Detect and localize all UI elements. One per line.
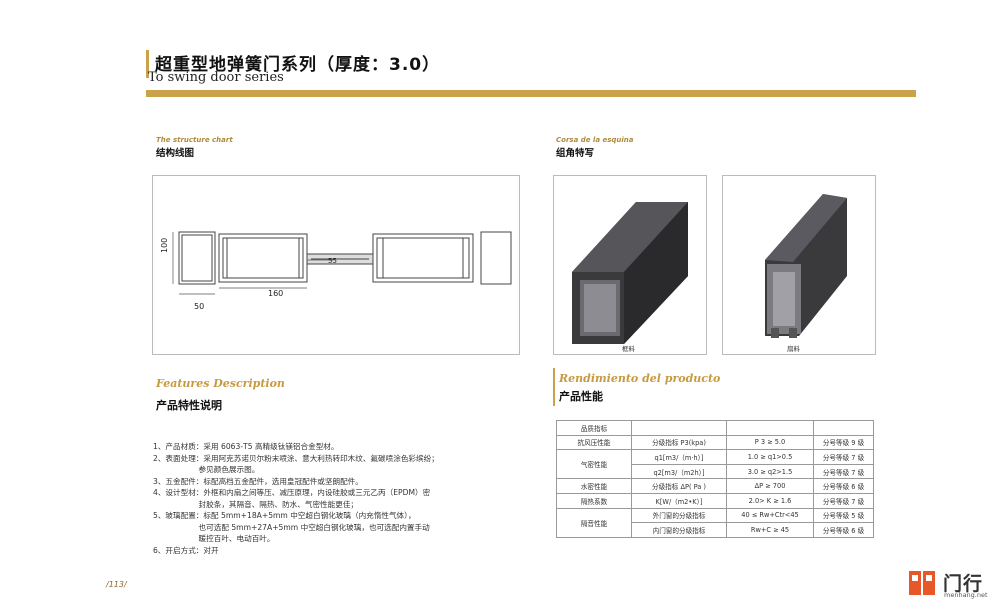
feature-line: 3、五金配件：标配高档五金配件，选用皇冠配件或坚朗配件。 (153, 476, 363, 486)
dim-gap-label: 55 (328, 257, 337, 265)
frame-profile-photo: 框料 (553, 175, 707, 355)
brand-url: menhang.net (944, 591, 988, 599)
page-title: 超重型地弹簧门系列（厚度：3.0） (155, 55, 441, 75)
table-cell (631, 420, 727, 436)
table-row: 隔音性能 外门窗的分级指标 40 ≤ Rw+Ctr<45 分号等级 5 级 (556, 507, 874, 538)
table-row: 品质指标 (556, 420, 874, 436)
corner-label-cn: 组角特写 (556, 148, 595, 159)
table-cell: 分号等级 7 级 (813, 449, 874, 465)
performance-label-en: Rendimiento del producto (559, 372, 721, 385)
dim-height-label: 100 (160, 237, 169, 253)
feature-line: 1、产品材质：采用 6063-T5 高精级钛镁铝合金型材。 (153, 442, 339, 451)
table-cell: 分号等级 9 级 (813, 434, 874, 451)
features-list: 1、产品材质：采用 6063-T5 高精级钛镁铝合金型材。 2、表面处理：采用阿… (153, 441, 513, 556)
feature-line: 暖控百叶、电动百叶。 (153, 534, 275, 543)
table-cell: 分号等级 5 级 (813, 507, 874, 524)
table-row: 隔热系数 K[W/（m2•K）] 2.0> K ≥ 1.6 分号等级 7 级 (556, 492, 874, 509)
table-cell (726, 420, 814, 436)
page-subtitle: To swing door series (148, 70, 284, 85)
table-cell: 气密性能 (556, 449, 632, 480)
table-row: 抗风压性能 分级指标 P3(kpa) P 3 ≥ 5.0 分号等级 9 级 (556, 434, 874, 451)
table-cell: 分级指标 P3(kpa) (631, 434, 727, 451)
table-cell: 隔音性能 (556, 507, 632, 538)
page-number: /113/ (106, 580, 127, 589)
table-cell: ΔP ≥ 700 (726, 478, 814, 494)
features-label-en: Features Description (156, 377, 285, 390)
table-cell (813, 420, 874, 436)
features-label-cn: 产品特性说明 (156, 399, 222, 412)
table-cell: 内门窗的分级指标 (631, 522, 727, 538)
table-cell: 2.0> K ≥ 1.6 (726, 492, 814, 509)
feature-line: 4、设计型材：外框和内扇之间等压、减压原理，内设硅胶或三元乙丙（EPDM）密 (153, 488, 431, 497)
sash-profile-caption: 扇料 (787, 345, 800, 353)
sash-profile-photo: 扇料 (722, 175, 876, 355)
table-cell: 水密性能 (556, 478, 632, 494)
brand-name: 门行 (943, 573, 984, 595)
sash-profile-image (765, 194, 847, 338)
structure-diagram-frame (152, 175, 520, 355)
table-cell: 分级指标 ΔP( Pa ) (631, 478, 727, 494)
table-cell: 1.0 ≥ q1>0.5 (726, 449, 814, 465)
table-cell: 品质指标 (556, 420, 632, 436)
frame-profile-image (572, 202, 688, 344)
table-cell: 分号等级 6 级 (813, 522, 874, 538)
feature-line: 5、玻璃配置：标配 5mm+18A+5mm 中空超白钢化玻璃（内充惰性气体）， (153, 511, 416, 520)
feature-line: 参见颜色展示图。 (153, 465, 260, 474)
table-cell: 分号等级 7 级 (813, 492, 874, 509)
header-divider (146, 90, 916, 97)
table-row: 气密性能 q1[m3/（m·h）] 1.0 ≥ q1>0.5 分号等级 7 级 (556, 449, 874, 480)
table-cell: 隔热系数 (556, 492, 632, 509)
performance-accent-bar (553, 368, 555, 406)
structure-label-cn: 结构线图 (156, 148, 195, 159)
table-cell: 分号等级 7 级 (813, 463, 874, 480)
table-cell: P 3 ≥ 5.0 (726, 434, 814, 451)
performance-label-cn: 产品性能 (559, 390, 603, 403)
title-accent-bar (146, 50, 149, 78)
frame-profile-caption: 框料 (622, 345, 635, 353)
table-cell: 40 ≤ Rw+Ctr<45 (726, 507, 814, 524)
table-cell: 3.0 ≥ q2>1.5 (726, 463, 814, 480)
dim-width-label: 160 (268, 289, 284, 298)
table-cell: Rw+C ≥ 45 (726, 522, 814, 538)
corner-label-en: Corsa de la esquina (556, 136, 634, 144)
table-row: 水密性能 分级指标 ΔP( Pa ) ΔP ≥ 700 分号等级 6 级 (556, 478, 874, 494)
table-cell: 抗风压性能 (556, 434, 632, 451)
table-cell: q2[m3/（m2h）] (631, 463, 727, 480)
table-cell: K[W/（m2•K）] (631, 492, 727, 509)
feature-line: 封胶条，其隔音、隔热、防水、气密性能更佳； (153, 499, 359, 509)
feature-line: 6、开启方式：对开 (153, 545, 219, 555)
table-cell: 分号等级 6 级 (813, 478, 874, 494)
feature-line: 2、表面处理：采用阿克苏诺贝尔粉末喷涂、意大利热转印木纹、氟碳喷涂色彩缤纷； (153, 453, 439, 463)
structure-drawing (172, 231, 512, 295)
table-cell: q1[m3/（m·h）] (631, 449, 727, 465)
feature-line: 也可选配 5mm+27A+5mm 中空超白钢化玻璃，也可选配内置手动 (153, 522, 430, 532)
dim-frame-label: 50 (194, 302, 205, 311)
structure-label-en: The structure chart (156, 136, 233, 144)
brand-logo-icon (907, 567, 939, 603)
table-cell: 外门窗的分级指标 (631, 507, 727, 524)
table-row: 内门窗的分级指标 Rw+C ≥ 45 分号等级 6 级 (557, 522, 874, 538)
performance-table: 品质指标 抗风压性能 分级指标 P3(kpa) P 3 ≥ 5.0 分号等级 9… (556, 420, 874, 538)
